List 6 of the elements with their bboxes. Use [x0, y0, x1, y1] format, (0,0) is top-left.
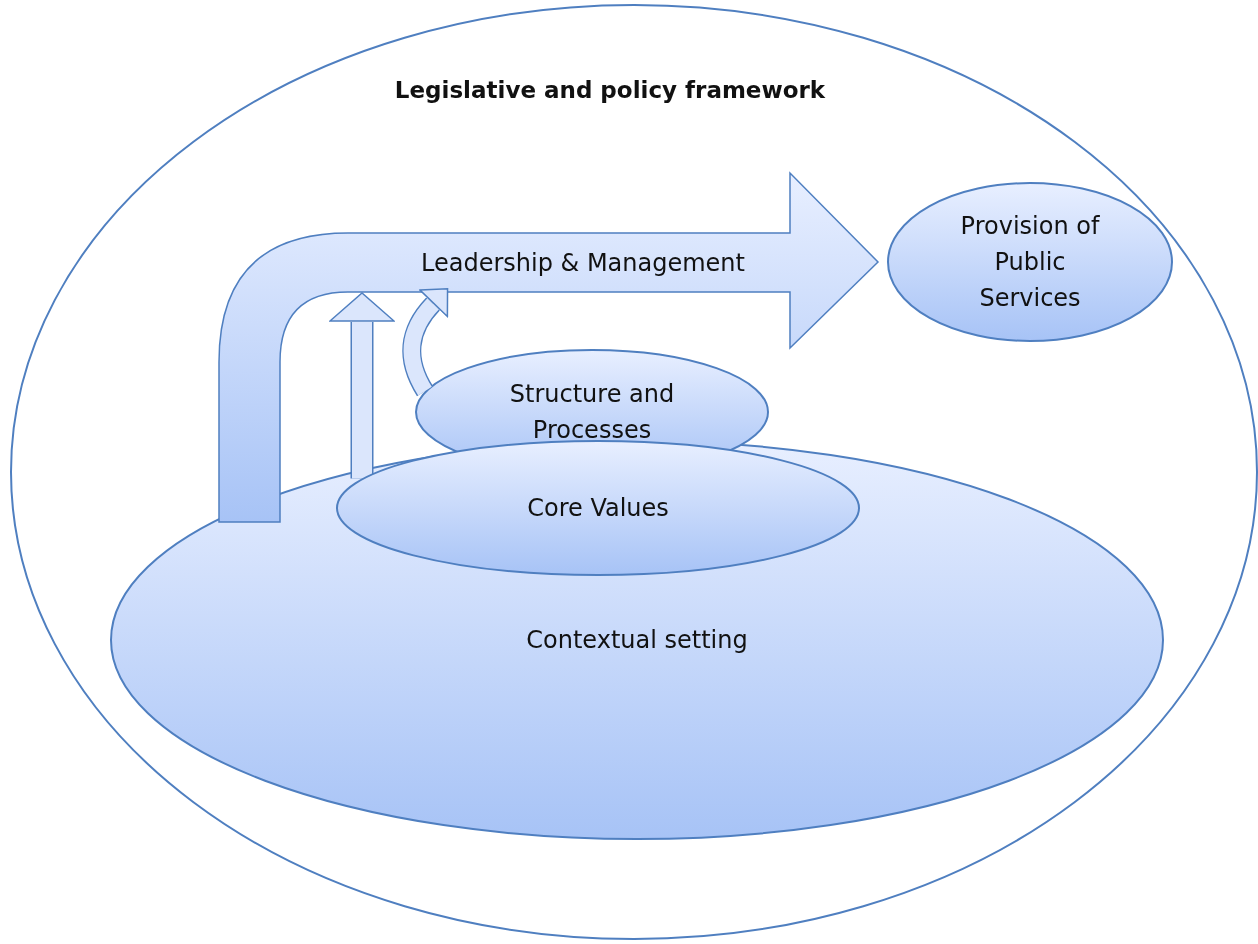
- node-label: Contextual setting: [526, 625, 748, 656]
- node-label: Provision of Public Services: [959, 211, 1101, 314]
- node-label: Structure and Processes: [508, 379, 676, 446]
- node-label: Core Values: [527, 493, 669, 524]
- node-label: Leadership & Management: [421, 248, 745, 279]
- diagram-heading: Legislative and policy framework: [394, 75, 826, 105]
